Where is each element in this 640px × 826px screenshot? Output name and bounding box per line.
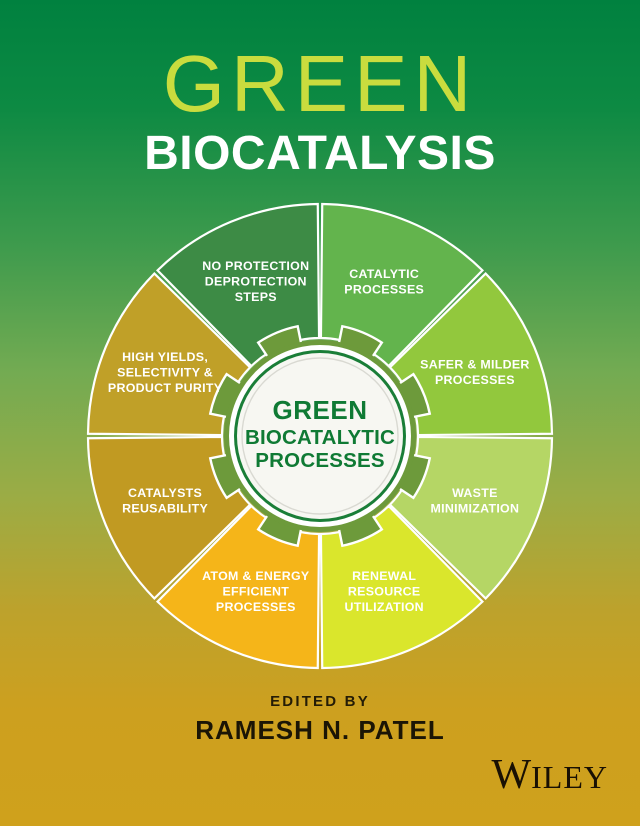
- hub-line-2: BIOCATALYTIC: [245, 426, 395, 449]
- editor-name: RAMESH N. PATEL: [195, 715, 445, 745]
- wheel-segments: [86, 202, 554, 670]
- page-title: GREEN: [162, 39, 478, 128]
- wheel-segment-label: HIGH YIELDS,SELECTIVITY &PRODUCT PURITY: [108, 350, 223, 395]
- wiley-logo-initial: W: [491, 752, 532, 798]
- wiley-logo-rest: ILEY: [531, 759, 608, 795]
- editor-block: EDITED BY RAMESH N. PATEL: [0, 693, 640, 746]
- hub-line-3: PROCESSES: [255, 449, 384, 472]
- hub-line-1: GREEN: [273, 395, 368, 425]
- hub-text: GREEN BIOCATALYTIC PROCESSES: [245, 395, 395, 472]
- hub-inner-hairline: [241, 357, 399, 515]
- edited-by-label: EDITED BY: [270, 693, 370, 710]
- page-subtitle: BIOCATALYSIS: [144, 126, 496, 180]
- wiley-logo: WILEY: [491, 754, 608, 796]
- title-block: GREEN BIOCATALYSIS: [0, 39, 640, 180]
- hub-face: [237, 353, 403, 519]
